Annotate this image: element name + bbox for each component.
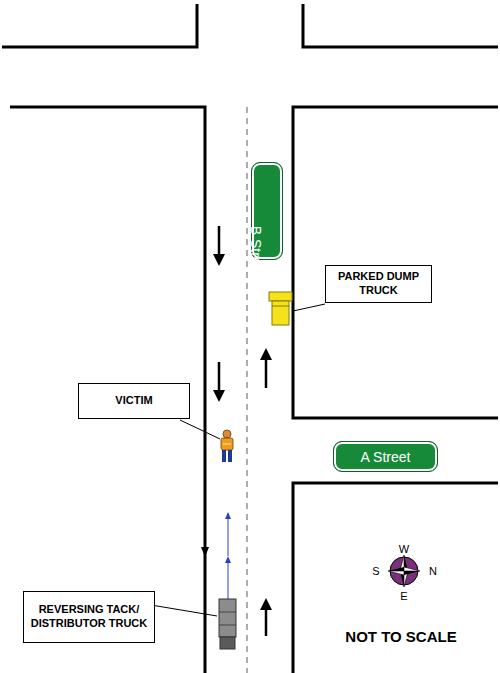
- compass-letter: W: [399, 543, 409, 555]
- reverse-path-arrows: [225, 512, 231, 600]
- leader-lines: [151, 304, 325, 616]
- compass-rose: [388, 555, 420, 587]
- traffic-arrows: [201, 226, 272, 636]
- callout-box: VICTIM: [78, 383, 190, 419]
- compass-letter: E: [400, 590, 407, 602]
- street-sign: A Street: [333, 441, 438, 472]
- compass-letter: S: [372, 565, 379, 577]
- tack-truck: [219, 599, 236, 649]
- callout-box: REVERSING TACK/ DISTRIBUTOR TRUCK: [23, 591, 155, 643]
- victim-figure: [221, 430, 233, 462]
- dump-truck: [269, 292, 292, 325]
- center-line: [246, 107, 247, 673]
- callout-text: PARKED DUMP TRUCK: [332, 270, 425, 298]
- road-edges: [2, 4, 498, 673]
- callout-text: REVERSING TACK/ DISTRIBUTOR TRUCK: [30, 603, 148, 631]
- street-sign: B Street: [251, 162, 283, 260]
- street-name: A Street: [361, 449, 411, 465]
- callout-text: VICTIM: [115, 394, 152, 408]
- callout-box: PARKED DUMP TRUCK: [325, 265, 432, 303]
- street-name: B Street: [248, 226, 264, 277]
- scale-note: NOT TO SCALE: [345, 628, 456, 645]
- compass-letter: N: [429, 565, 437, 577]
